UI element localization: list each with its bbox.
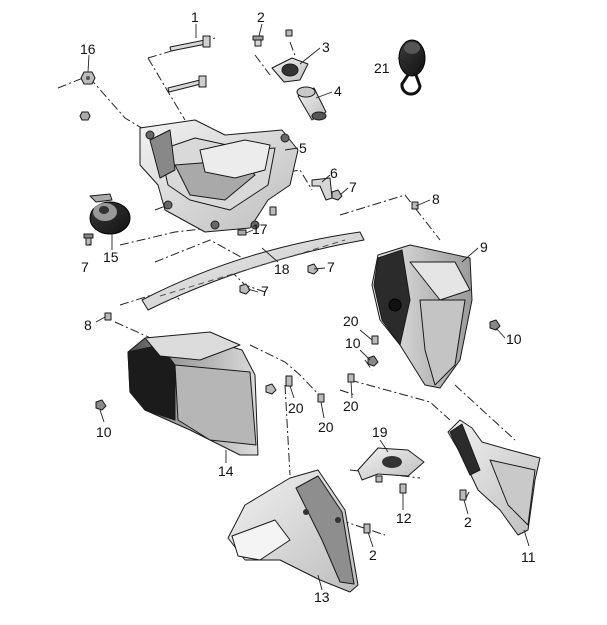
callout-12: 12 xyxy=(396,510,412,526)
callout-4: 4 xyxy=(334,83,342,99)
rubber-cap-part-21 xyxy=(398,39,426,96)
callout-3: 3 xyxy=(322,39,330,55)
leader-lines xyxy=(87,23,530,591)
bushing-part-4 xyxy=(296,86,327,121)
callout-20-c: 20 xyxy=(318,419,334,435)
trim-strip-part-18 xyxy=(141,231,365,311)
callout-2-right: 2 xyxy=(464,514,472,530)
bracket-part-6 xyxy=(311,177,333,201)
callout-10-left: 10 xyxy=(96,424,112,440)
lower-panel-part-13 xyxy=(227,469,359,593)
callout-6: 6 xyxy=(330,165,338,181)
callout-7-c: 7 xyxy=(327,259,335,275)
callout-20-b: 20 xyxy=(288,400,304,416)
nut-part-16 xyxy=(80,71,96,85)
callout-8-left: 8 xyxy=(84,317,92,333)
callout-17: 17 xyxy=(252,221,268,237)
right-lower-bracket-part-11 xyxy=(363,419,541,536)
callout-8-right: 8 xyxy=(432,191,440,207)
callout-9: 9 xyxy=(480,239,488,255)
callout-20-a: 20 xyxy=(343,313,359,329)
callout-10-mid: 10 xyxy=(345,335,361,351)
horn-part-15 xyxy=(89,193,131,235)
left-cover-part-14 xyxy=(127,331,259,456)
callout-19: 19 xyxy=(372,424,388,440)
callout-labels: 1 2 2 2 2 3 4 5 6 7 7 7 7 7 8 8 9 10 10 … xyxy=(80,9,536,605)
bolts-part-20 xyxy=(265,335,379,403)
callout-11: 11 xyxy=(521,549,536,565)
screw-small-top xyxy=(285,29,293,37)
headlight-bracket-part-5 xyxy=(139,119,299,233)
callout-5: 5 xyxy=(299,140,307,156)
callout-10-right: 10 xyxy=(506,331,522,347)
bracket-part-19 xyxy=(357,447,425,481)
screw-part-2-top xyxy=(252,35,264,47)
nuts-part-10 xyxy=(95,319,501,411)
callout-14: 14 xyxy=(218,463,234,479)
callout-2-center: 2 xyxy=(369,547,377,563)
callout-15: 15 xyxy=(103,249,119,265)
callout-7-d: 7 xyxy=(261,283,269,299)
screws-part-12 xyxy=(375,475,407,494)
right-housing-part-9 xyxy=(371,244,473,389)
callout-21: 21 xyxy=(374,60,390,76)
callout-7-a: 7 xyxy=(349,179,357,195)
callout-20-d: 20 xyxy=(343,398,359,414)
bolt-part-1 xyxy=(167,35,211,93)
callout-1: 1 xyxy=(191,9,199,25)
callout-7-b: 7 xyxy=(81,259,89,275)
fasteners-group xyxy=(83,189,419,321)
clamp-part-3 xyxy=(271,57,309,83)
callout-18: 18 xyxy=(274,261,290,277)
callout-13: 13 xyxy=(314,589,330,605)
nut-small-left xyxy=(79,111,91,121)
callout-16: 16 xyxy=(80,41,96,57)
callout-2-top: 2 xyxy=(257,9,265,25)
